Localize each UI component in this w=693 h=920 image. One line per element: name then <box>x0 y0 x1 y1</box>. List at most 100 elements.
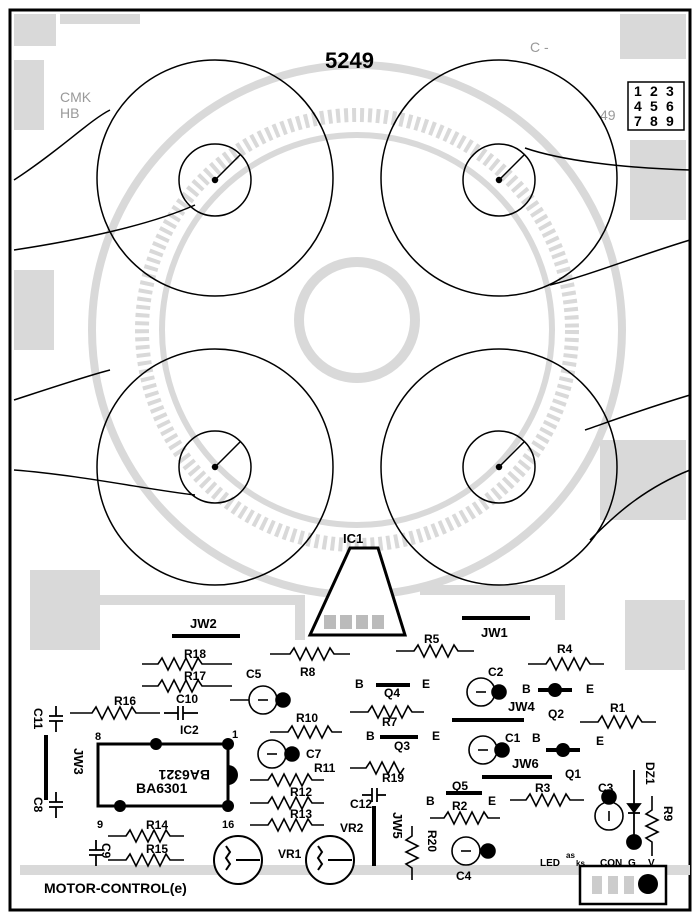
resistor-r7 <box>350 704 424 720</box>
vr2-label: VR2 <box>340 821 364 835</box>
c9-label: C9 <box>99 843 113 859</box>
callout-circle-bottom-left <box>96 348 334 586</box>
q5-label: Q5 <box>452 779 468 793</box>
ic2-pin16: 16 <box>222 819 234 831</box>
grid-digit: 4 <box>634 98 642 114</box>
capacitor-c5 <box>230 685 291 715</box>
magnifier-circles <box>13 59 691 586</box>
copper-traces <box>14 14 690 875</box>
q4-pin-b: B <box>355 677 364 691</box>
electrolytic-capacitors <box>230 677 624 866</box>
r15-label: R15 <box>146 842 168 856</box>
q2-pin-b: B <box>522 682 531 696</box>
q2-label: Q2 <box>548 707 564 721</box>
capacitor-c2 <box>466 677 507 707</box>
resistor-r5 <box>396 643 474 659</box>
jw1-label: JW1 <box>481 625 508 640</box>
r7-label: R7 <box>382 715 398 729</box>
callout-circle-top-left <box>96 59 334 297</box>
connector-as: as <box>566 851 575 860</box>
resistor-r17 <box>142 678 232 694</box>
r3-label: R3 <box>535 781 551 795</box>
resistors <box>70 643 660 880</box>
position-grid: 1 2 3 4 5 6 7 8 9 <box>627 81 685 131</box>
r17-label: R17 <box>184 669 206 683</box>
r20-label: R20 <box>425 830 439 852</box>
q5-pin-e: E <box>488 794 496 808</box>
ic2-label: IC2 <box>180 723 199 737</box>
vr2 <box>305 835 355 885</box>
connector-ks: ks <box>576 859 585 868</box>
callout-circle-bottom-right <box>380 348 618 586</box>
c7-label: C7 <box>306 747 322 761</box>
ic2-part-bottom: BA6301 <box>136 780 188 796</box>
resistor-r16 <box>70 705 160 721</box>
resistor-r11 <box>250 772 324 788</box>
q3-pin-e: E <box>432 729 440 743</box>
c10-label: C10 <box>176 692 198 706</box>
r9-label: R9 <box>661 806 675 822</box>
capacitor-c4 <box>451 836 496 866</box>
c4-label: C4 <box>456 869 472 883</box>
r8-label: R8 <box>300 665 316 679</box>
q2-pin-e: E <box>586 682 594 696</box>
grid-digit: 6 <box>666 98 674 114</box>
r18-label: R18 <box>184 647 206 661</box>
capacitor-c3 <box>594 789 624 831</box>
variable-resistors <box>213 835 355 885</box>
ceramic-capacitors <box>49 706 386 866</box>
capacitor-c11 <box>49 706 63 732</box>
resistor-r10 <box>270 724 342 740</box>
r10-label: R10 <box>296 711 318 725</box>
connector-con: CON <box>600 858 622 869</box>
mirror-text-left: CMK <box>60 89 92 105</box>
q4-pin-e: E <box>422 677 430 691</box>
ic1-label: IC1 <box>343 531 363 546</box>
grid-digit: 8 <box>650 113 658 129</box>
q1-label: Q1 <box>565 767 581 781</box>
r14-label: R14 <box>146 818 168 832</box>
jw5-label: JW5 <box>390 812 405 839</box>
capacitor-c10 <box>164 706 198 720</box>
resistor-r13 <box>250 817 324 833</box>
resistor-r1 <box>580 714 656 730</box>
grid-digit: 3 <box>666 83 674 99</box>
grid-digit: 5 <box>650 98 658 114</box>
connector-led: LED <box>540 858 560 869</box>
vr1 <box>213 835 263 885</box>
ic2: BA6321 BA6301 IC2 8 1 9 16 <box>95 723 238 831</box>
c12-label: C12 <box>350 797 372 811</box>
grid-digit: 9 <box>666 113 674 129</box>
r19-label: R19 <box>382 771 404 785</box>
mirror-text-left-2: HB <box>60 105 79 121</box>
resistor-r19 <box>350 760 405 776</box>
resistor-r8 <box>270 646 350 662</box>
grid-digit: 7 <box>634 113 642 129</box>
c8-label: C8 <box>31 797 45 813</box>
q3-label: Q3 <box>394 739 410 753</box>
resistor-r20 <box>404 826 420 880</box>
q5-pin-b: B <box>426 794 435 808</box>
resistor-r12 <box>250 795 324 811</box>
connector-block <box>578 864 668 906</box>
jw6-label: JW6 <box>512 756 539 771</box>
board-title: 5249 <box>325 48 374 73</box>
ic2-part-top: BA6321 <box>158 767 210 783</box>
r1-label: R1 <box>610 701 626 715</box>
ic2-pin9: 9 <box>97 819 103 831</box>
c1-label: C1 <box>505 731 521 745</box>
r12-label: R12 <box>290 785 312 799</box>
c3-label: C3 <box>598 781 614 795</box>
r11-label: R11 <box>314 761 336 775</box>
zener-dz1 <box>626 770 642 850</box>
q1-pin-b: B <box>532 731 541 745</box>
capacitor-c9 <box>89 840 103 866</box>
transistors <box>376 683 580 795</box>
c11-label: C11 <box>31 708 45 730</box>
dz1-label: DZ1 <box>643 762 657 785</box>
vr1-label: VR1 <box>278 847 302 861</box>
board-caption: MOTOR-CONTROL(e) <box>44 880 187 896</box>
grid-digit: 1 <box>634 83 642 99</box>
